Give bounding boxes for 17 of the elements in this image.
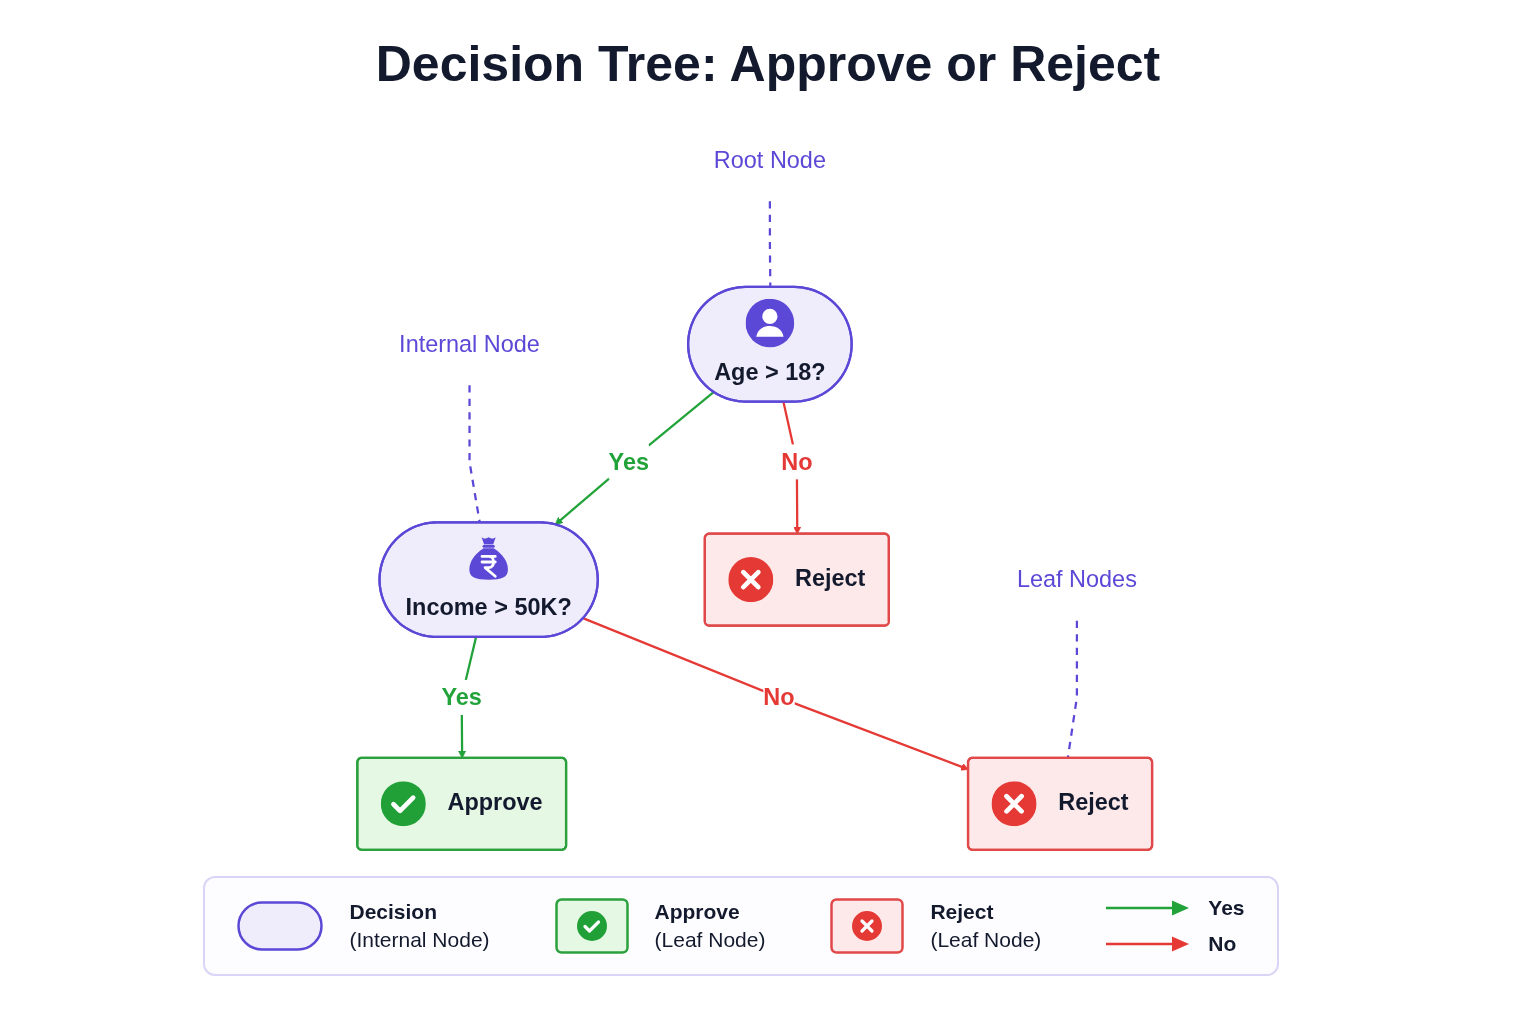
connector — [1066, 620, 1079, 759]
node-text: Leaf Nodes — [1016, 565, 1137, 593]
legend-label: No — [1208, 931, 1237, 957]
diagram-title: Decision Tree: Approve or Reject — [375, 35, 1161, 94]
connector — [468, 385, 481, 523]
legend-label: Approve (Leaf Node) — [654, 898, 766, 953]
legend-label: Decision (Internal Node) — [349, 898, 490, 953]
arrow — [583, 617, 969, 771]
arrow — [554, 391, 715, 525]
legend-label: Reject (Leaf Node) — [930, 898, 1042, 953]
edge-label: No — [763, 683, 795, 711]
edge-label: Yes — [608, 447, 649, 476]
edge-label: No — [781, 447, 813, 476]
legend-label: Yes — [1208, 894, 1245, 921]
edge-label: Yes — [441, 683, 482, 711]
node-text: Internal Node — [399, 330, 540, 358]
node-text: Root Node — [713, 146, 826, 174]
